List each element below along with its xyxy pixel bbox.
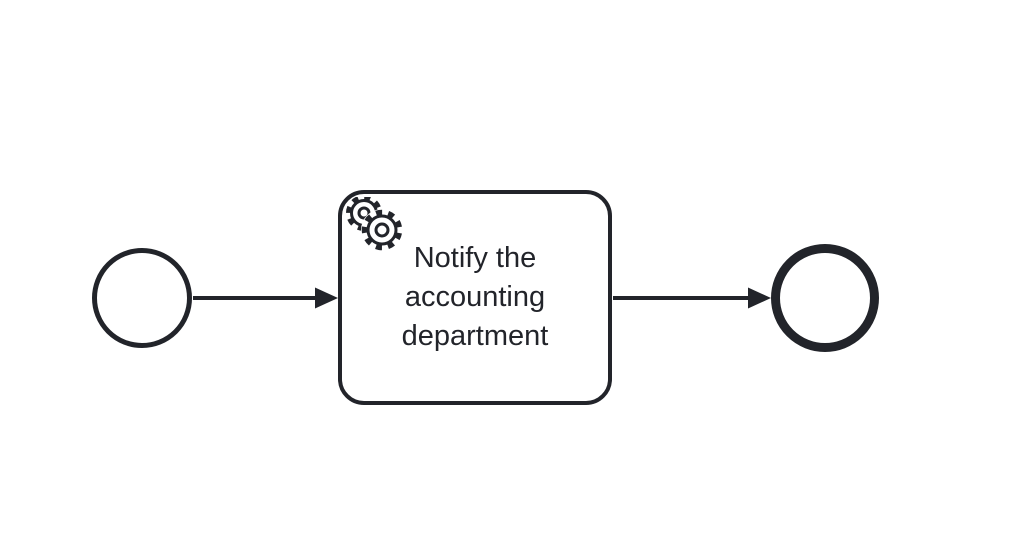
task-label-line: department bbox=[401, 320, 549, 352]
sequence-flow-start-to-task[interactable] bbox=[193, 287, 338, 309]
sequence-flow-task-to-end[interactable] bbox=[613, 287, 771, 309]
end-event[interactable] bbox=[771, 244, 879, 352]
service-task-gears-icon bbox=[346, 197, 403, 251]
front-gear-icon bbox=[361, 209, 403, 251]
task-label-line: accounting bbox=[404, 281, 546, 313]
task-label: Notify the accounting department bbox=[402, 239, 549, 356]
start-event[interactable] bbox=[92, 248, 192, 348]
service-task[interactable]: Notify the accounting department bbox=[338, 190, 612, 405]
task-label-line: Notify the bbox=[413, 242, 537, 274]
arrowhead-icon bbox=[748, 287, 771, 309]
arrowhead-icon bbox=[315, 287, 338, 309]
